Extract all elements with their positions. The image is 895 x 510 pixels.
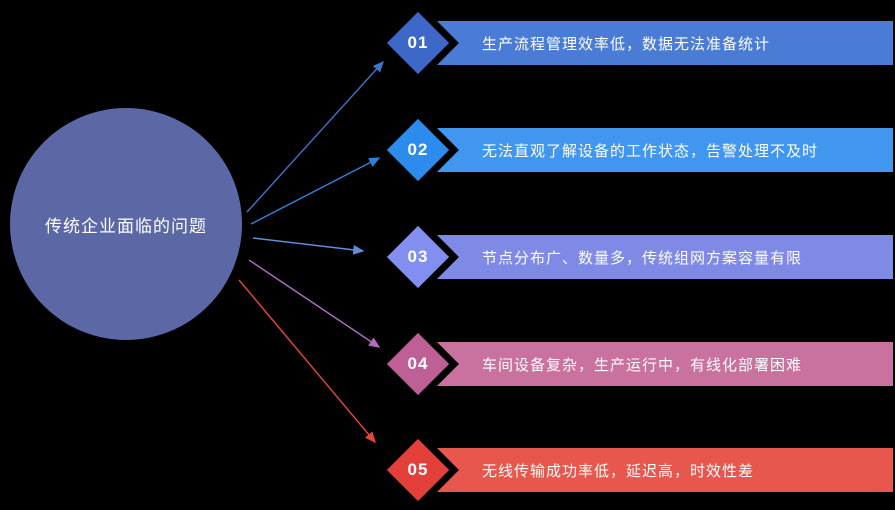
topic-circle: 传统企业面临的问题 [10,108,242,340]
banner-shape: 车间设备复杂，生产运行中，有线化部署困难 [430,342,893,386]
arrow-line [250,157,381,225]
problem-number: 02 [407,140,429,159]
problem-row-2: 无法直观了解设备的工作状态，告警处理不及时 02 [380,116,895,184]
banner-shape: 无线传输成功率低，延迟高，时效性差 [430,448,893,492]
problem-number: 04 [407,354,429,373]
problem-text: 无法直观了解设备的工作状态，告警处理不及时 [482,142,819,160]
problem-text: 生产流程管理效率低，数据无法准备统计 [482,35,771,53]
problem-number: 01 [407,33,429,52]
arrow-line [252,237,365,255]
problem-number: 03 [407,247,429,266]
problem-text: 车间设备复杂，生产运行中，有线化部署困难 [482,356,803,374]
problem-row-3: 节点分布广、数量多，传统组网方案容量有限 03 [380,223,895,291]
topic-label: 传统企业面临的问题 [45,216,207,236]
problem-row-5: 无线传输成功率低，延迟高，时效性差 05 [380,436,895,504]
arrow-line [238,279,376,444]
banner-shape: 生产流程管理效率低，数据无法准备统计 [430,21,893,65]
problem-number: 05 [407,460,429,479]
arrow-line [248,259,381,348]
banner-shape: 节点分布广、数量多，传统组网方案容量有限 [430,235,893,279]
banner-shape: 无法直观了解设备的工作状态，告警处理不及时 [430,128,893,172]
problem-text: 节点分布广、数量多，传统组网方案容量有限 [482,249,803,267]
problem-text: 无线传输成功率低，延迟高，时效性差 [482,462,755,480]
problem-row-1: 生产流程管理效率低，数据无法准备统计 01 [380,9,895,77]
problem-row-4: 车间设备复杂，生产运行中，有线化部署困难 04 [380,330,895,398]
arrow-line [246,60,384,213]
